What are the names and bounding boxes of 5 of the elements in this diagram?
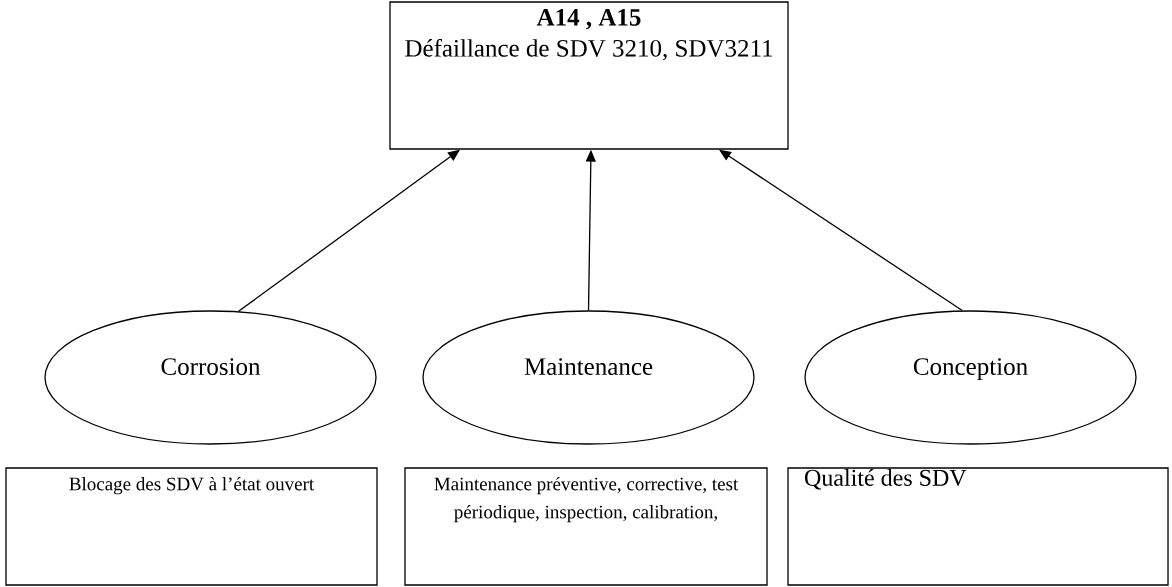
description-box: Blocage des SDV à l’état ouvert xyxy=(5,467,378,586)
description-box: Maintenance préventive, corrective, test périodique, inspection, calibration, xyxy=(404,467,768,586)
arrow xyxy=(719,149,963,312)
description-box: Qualité des SDV xyxy=(787,467,1169,586)
title-box: A14 , A15 Défaillance de SDV 3210, SDV3211 xyxy=(389,1,789,150)
